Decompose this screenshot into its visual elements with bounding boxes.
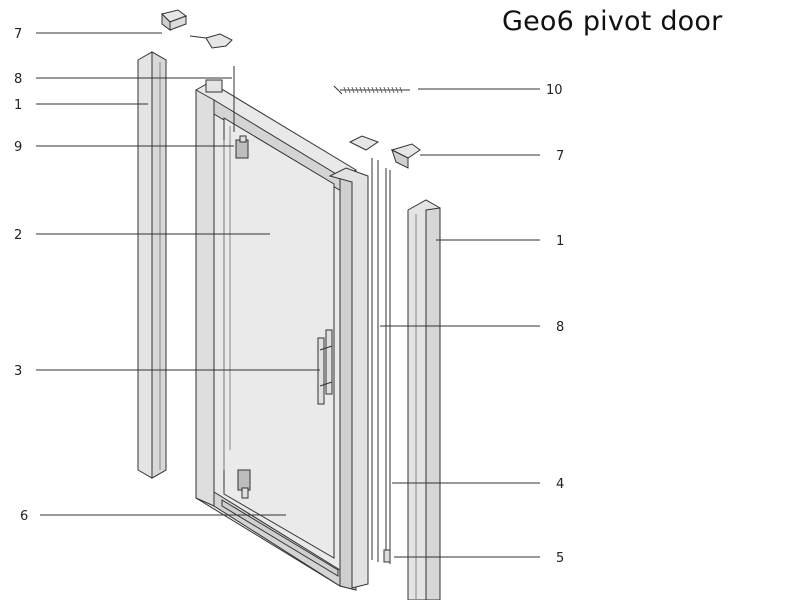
door-handle: [317, 329, 333, 405]
callout-8-left: 8: [14, 72, 22, 87]
diagram-title: Geo6 pivot door: [502, 6, 723, 37]
left-wall-profile: [137, 51, 167, 479]
vertical-seals: [371, 158, 391, 564]
callout-7-right: 7: [556, 149, 564, 164]
top-right-caps: [348, 135, 421, 169]
screw: [333, 85, 410, 95]
end-cap: [383, 549, 391, 563]
bottom-hinge: [237, 469, 251, 499]
leader-lines: [36, 32, 540, 558]
right-wall-profile: [407, 199, 441, 600]
callout-3: 3: [14, 364, 22, 379]
callout-6: 6: [20, 509, 28, 524]
callout-1-right: 1: [556, 234, 564, 249]
callout-9: 9: [14, 140, 22, 155]
callout-labels: 7 8 1 9 2 3 6 10 7 1 8 4 5: [14, 27, 564, 566]
callout-1-left: 1: [14, 98, 22, 113]
callout-10: 10: [546, 83, 563, 98]
callout-2: 2: [14, 228, 22, 243]
top-left-caps: [161, 9, 233, 49]
top-hinge: [235, 135, 249, 159]
callout-4: 4: [556, 477, 564, 492]
top-rod: [205, 66, 235, 132]
bottom-seal: [221, 499, 339, 577]
glass-panel: [223, 117, 335, 559]
callout-7-top-left: 7: [14, 27, 22, 42]
callout-5: 5: [556, 551, 564, 566]
callout-8-right: 8: [556, 320, 564, 335]
